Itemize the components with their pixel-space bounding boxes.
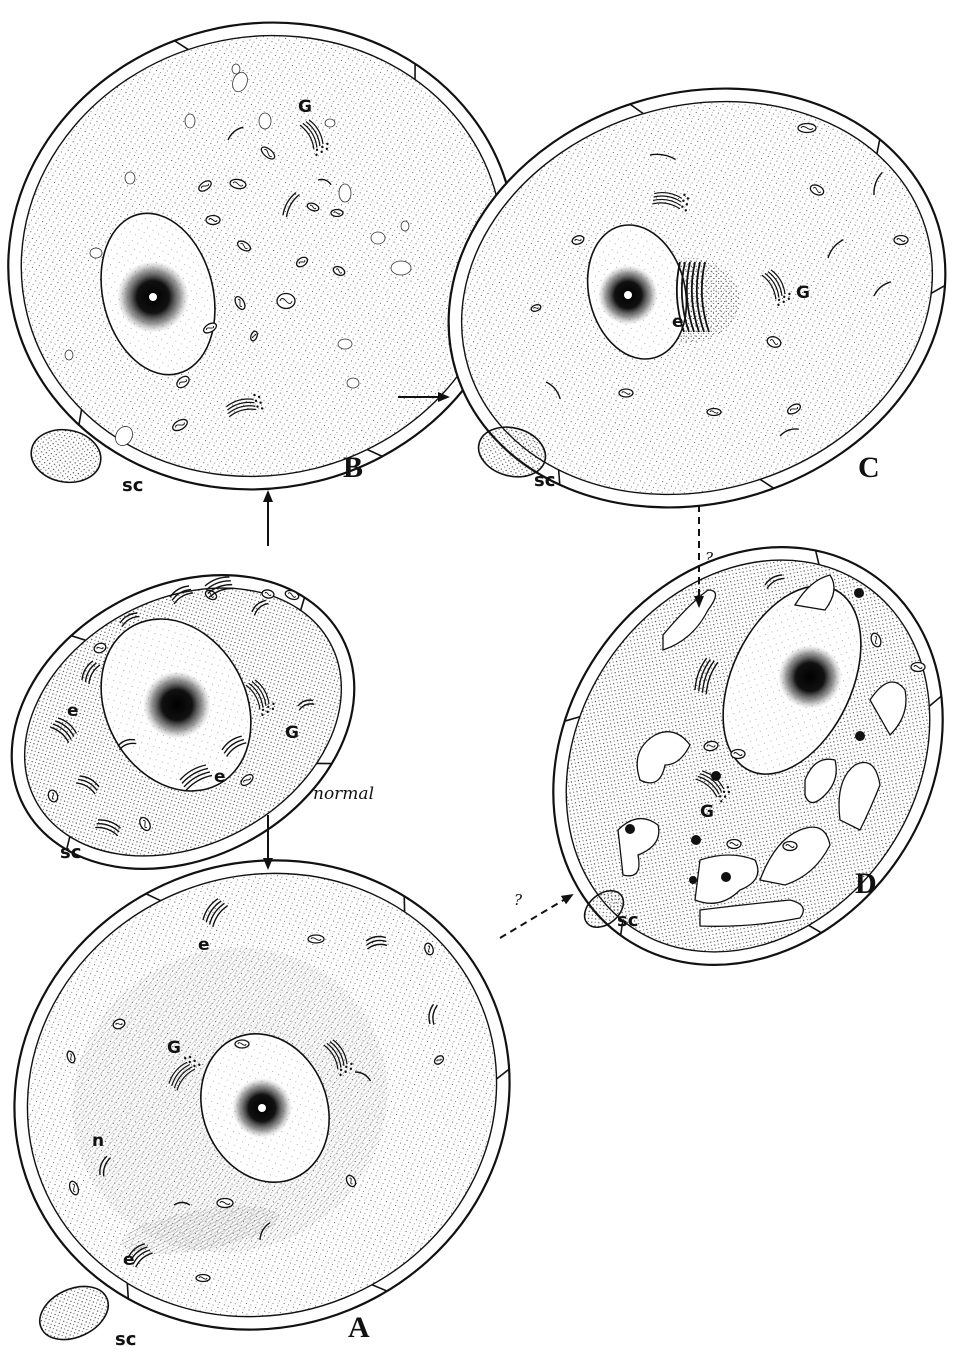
label-er-normal-2: e bbox=[214, 767, 226, 787]
spherosome bbox=[854, 588, 864, 598]
cell-D bbox=[474, 472, 961, 1040]
nucleolus-center bbox=[258, 1104, 266, 1112]
vacuole bbox=[185, 114, 195, 128]
vacuole bbox=[401, 221, 409, 231]
mitochondrion bbox=[894, 236, 908, 245]
cell-normal bbox=[0, 517, 406, 926]
panel-label-B: B bbox=[343, 451, 363, 484]
mitochondrion bbox=[619, 389, 633, 397]
nucleolus bbox=[778, 645, 842, 709]
label-golgi-B: G bbox=[298, 97, 312, 117]
spherosome bbox=[855, 731, 865, 741]
label-sc-C: sc bbox=[534, 470, 555, 491]
nucleolus-center bbox=[624, 291, 632, 299]
nucleolus bbox=[143, 671, 211, 739]
vacuole bbox=[90, 248, 102, 258]
wall-junction bbox=[559, 470, 560, 485]
spherosome bbox=[625, 824, 635, 834]
vacuole bbox=[347, 378, 359, 388]
cell-C bbox=[396, 28, 961, 567]
vacuole bbox=[325, 119, 335, 127]
label-golgi-A: G bbox=[167, 1038, 181, 1058]
mitochondrion bbox=[707, 409, 721, 416]
vacuole bbox=[125, 172, 135, 184]
label-sc-D: sc bbox=[617, 910, 638, 931]
mitochondrion bbox=[783, 842, 797, 851]
cell-A bbox=[0, 786, 581, 1362]
panel-label-A: A bbox=[348, 1311, 370, 1344]
mitochondrion bbox=[731, 750, 745, 759]
label-n-A: n bbox=[92, 1131, 104, 1151]
nucleolus-center bbox=[149, 293, 157, 301]
mitochondrion bbox=[331, 210, 343, 217]
mitochondrion bbox=[196, 1275, 210, 1282]
label-golgi-C: G bbox=[796, 283, 810, 303]
mitochondrion bbox=[235, 1040, 249, 1048]
mitochondrion bbox=[308, 935, 324, 943]
vacuole bbox=[65, 350, 73, 360]
label-golgi-D: G bbox=[700, 802, 714, 822]
label-sc-normal: sc bbox=[60, 842, 81, 863]
mitochondrion bbox=[217, 1199, 233, 1208]
vacuole bbox=[391, 261, 411, 275]
spherosome bbox=[689, 876, 697, 884]
mitochondrion bbox=[911, 663, 925, 672]
wall-junction bbox=[127, 1283, 128, 1299]
label-sc-B: sc bbox=[122, 475, 143, 496]
vacuole bbox=[338, 339, 352, 349]
label-question-A-D: ? bbox=[514, 891, 523, 909]
label-question-C-D: ? bbox=[705, 549, 714, 567]
panel-label-D: D bbox=[855, 867, 877, 900]
mitochondrion bbox=[206, 216, 220, 225]
spherosome bbox=[721, 872, 731, 882]
arrow-A-to-D bbox=[500, 895, 572, 938]
vacuole bbox=[371, 232, 385, 244]
label-normal: normal bbox=[313, 784, 374, 804]
label-er-normal-1: e bbox=[67, 701, 79, 721]
panel-label-C: C bbox=[858, 451, 880, 484]
spherosome bbox=[691, 835, 701, 845]
stoma-guard-cell bbox=[31, 1276, 117, 1350]
vacuole bbox=[259, 113, 271, 129]
mitochondrion bbox=[798, 124, 816, 133]
label-er-C: e bbox=[672, 312, 684, 332]
mitochondrion bbox=[727, 840, 741, 849]
label-er-A-1: e bbox=[198, 935, 210, 955]
vacuole bbox=[339, 184, 351, 202]
label-sc-A: sc bbox=[115, 1329, 136, 1350]
vacuole bbox=[232, 64, 240, 74]
mitochondrion bbox=[277, 294, 295, 309]
label-golgi-normal: G bbox=[285, 723, 299, 743]
label-er-A-2: e bbox=[123, 1250, 135, 1270]
